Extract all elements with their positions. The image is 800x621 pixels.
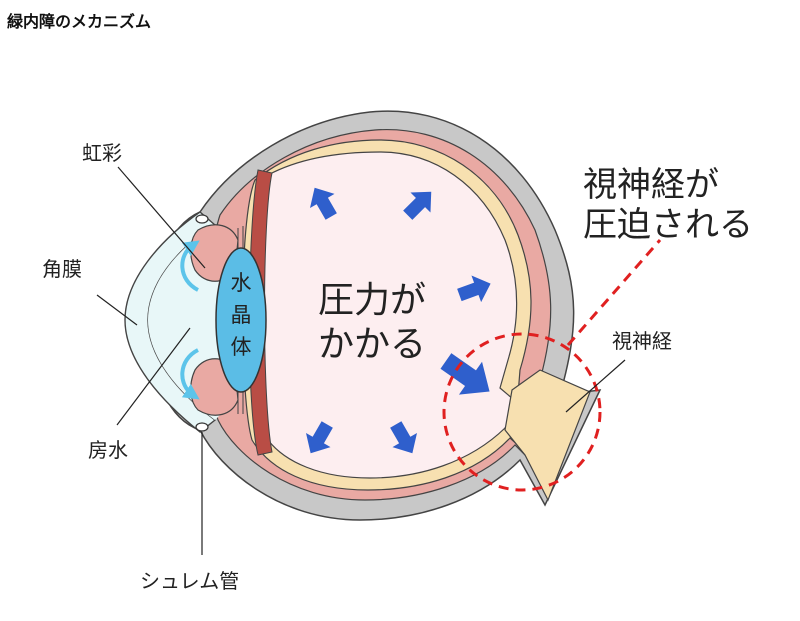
flow-arrow-lower [180,348,200,400]
pressure-arrow [457,275,491,303]
label-cornea: 角膜 [42,257,82,281]
optic-nerve [504,369,591,502]
pressure-text: 圧力が かかる [318,280,426,365]
pressure-arrow [309,187,337,220]
pressure-arrow [390,421,418,454]
label-iris: 虹彩 [82,141,122,165]
leader-lines [96,166,626,555]
callout-line [566,239,662,346]
callout-text: 視神経が 圧迫される [583,165,753,245]
zonule-fibers [237,226,244,414]
schlemm-canal-upper [195,214,209,224]
page-title: 緑内障のメカニズム [7,12,152,31]
lens-label-char: 晶 [231,303,252,327]
callout-text-line: 視神経が [583,165,719,205]
label-schlemm-canal: シュレム管 [140,569,239,593]
pressure-arrow [440,353,490,395]
pressure-text-line: 圧力が [318,280,426,321]
pressure-arrow [403,191,432,220]
callout-circle [442,332,602,492]
flow-arrow-upper [180,240,200,292]
label-optic-nerve: 視神経 [612,329,672,353]
lens-label-char: 体 [231,335,252,359]
pressure-arrows [305,187,491,454]
lens-label: 水 晶 体 [231,271,252,359]
pressure-arrow [305,421,333,454]
lens-label-char: 水 [231,271,252,295]
pressure-text-line: かかる [318,324,426,365]
lens [215,247,267,393]
label-aqueous-humor: 房水 [88,438,128,462]
callout-text-line: 圧迫される [583,205,753,245]
schlemm-canal-lower [195,422,209,432]
